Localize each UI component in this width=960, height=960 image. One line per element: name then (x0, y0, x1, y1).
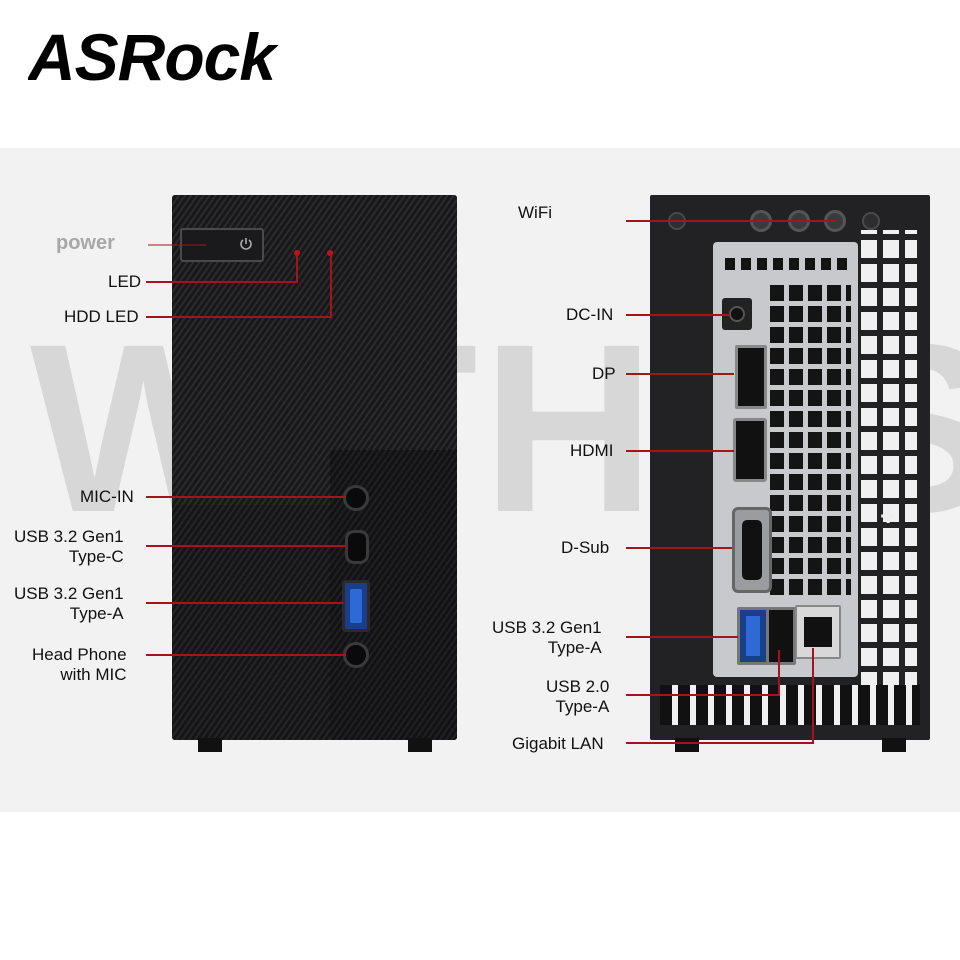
callout-lan-v (812, 648, 814, 743)
callout-power (148, 244, 206, 246)
callout-hdmi (626, 450, 734, 452)
label-usb3-back-line1: USB 3.2 Gen1 (492, 618, 602, 637)
label-mic-in: MIC-IN (80, 487, 134, 506)
label-usb-a-front-line2: Type-A (69, 604, 124, 623)
back-foot-left (675, 738, 699, 752)
power-icon (240, 238, 252, 250)
label-usb2-back: USB 2.0 Type-A (546, 677, 609, 717)
label-usb3-back-line2: Type-A (547, 638, 602, 657)
label-usb-c-line1: USB 3.2 Gen1 (14, 527, 124, 546)
label-usb-a-front: USB 3.2 Gen1 Type-A (14, 584, 124, 624)
callout-led-v (296, 254, 298, 282)
front-foot-left (198, 738, 222, 752)
callout-led (146, 281, 298, 283)
label-usb2-back-line1: USB 2.0 (546, 677, 610, 696)
dsub-port (732, 507, 772, 593)
displayport-port (735, 345, 767, 409)
usb-c-port (345, 530, 369, 564)
label-usb-c: USB 3.2 Gen1 Type-C (14, 527, 124, 567)
usb2-back-port (766, 607, 796, 665)
led-indicator (294, 250, 300, 256)
callout-dp (626, 373, 734, 375)
label-dsub: D-Sub (561, 538, 610, 557)
callout-wifi (626, 220, 836, 222)
callout-usb2-back (626, 694, 780, 696)
usb3-back-port (737, 607, 769, 665)
callout-usb2-back-v (778, 650, 780, 695)
label-usb-a-front-line1: USB 3.2 Gen1 (14, 584, 124, 603)
callout-usb3-back (626, 636, 738, 638)
plus-icon: + (880, 500, 897, 531)
callout-lan (626, 742, 814, 744)
usb-a-front-port (342, 580, 370, 632)
label-headphone: Head Phone with MIC (32, 645, 127, 685)
hdmi-port (733, 418, 767, 482)
callout-hdd-led-v (330, 254, 332, 317)
label-power: power (56, 232, 115, 254)
mic-in-port (343, 485, 369, 511)
front-case (172, 195, 457, 740)
label-led: LED (108, 272, 142, 291)
label-wifi: WiFi (518, 203, 552, 222)
label-headphone-line2: with MIC (60, 665, 127, 684)
callout-dc-in (626, 314, 730, 316)
label-hdmi: HDMI (570, 441, 614, 460)
hdd-led-indicator (327, 250, 333, 256)
back-foot-right (882, 738, 906, 752)
label-dc-in: DC-IN (566, 305, 614, 324)
screw-icon (862, 212, 880, 230)
lan-port (795, 605, 841, 659)
label-lan: Gigabit LAN (512, 734, 604, 753)
headphone-port (343, 642, 369, 668)
callout-usb-c (146, 545, 346, 547)
callout-dsub (626, 547, 732, 549)
label-usb2-back-line2: Type-A (555, 697, 610, 716)
asrock-logo: ASRock (28, 22, 280, 92)
label-headphone-line1: Head Phone (32, 645, 127, 664)
label-dp: DP (592, 364, 616, 383)
label-hdd-led: HDD LED (64, 307, 139, 326)
callout-hdd-led (146, 316, 332, 318)
callout-headphone (146, 654, 346, 656)
label-usb3-back: USB 3.2 Gen1 Type-A (492, 618, 602, 658)
label-usb-c-line2: Type-C (68, 547, 124, 566)
front-foot-right (408, 738, 432, 752)
logo-text: ASRock (28, 22, 279, 92)
callout-usb-a-front (146, 602, 343, 604)
callout-mic-in (146, 496, 346, 498)
